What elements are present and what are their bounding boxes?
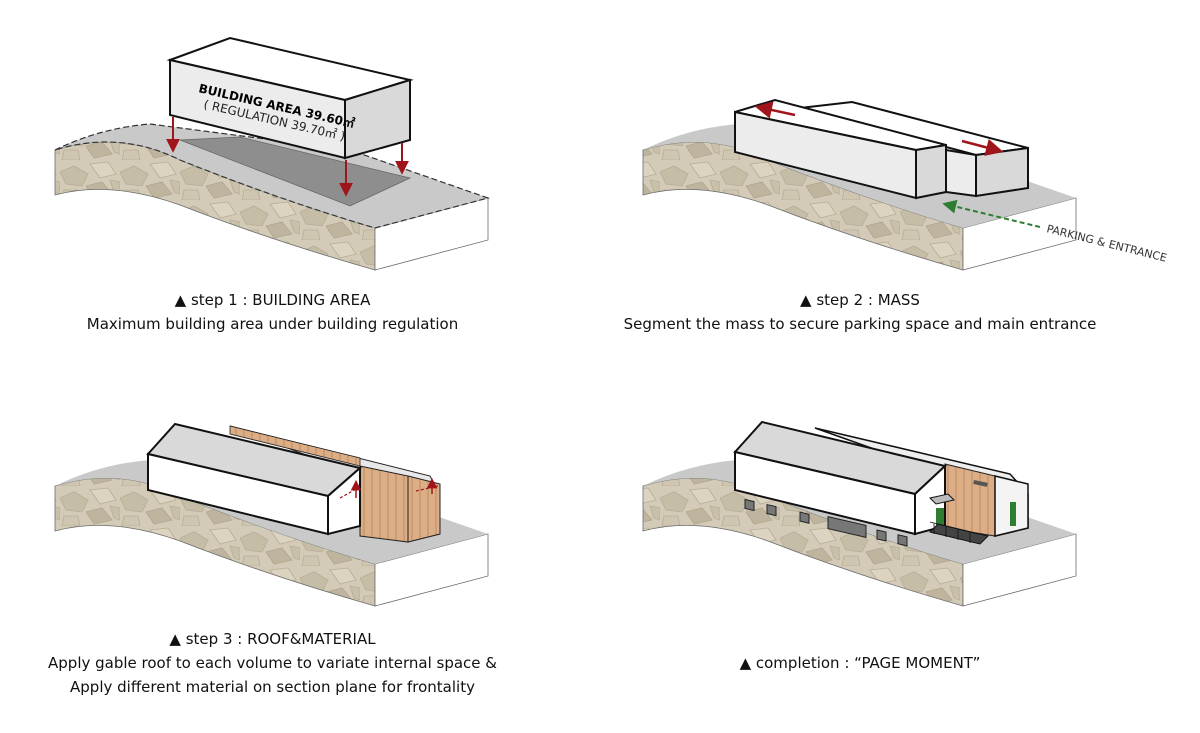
completion-title: ▲ completion : “PAGE MOMENT” <box>739 654 981 672</box>
step3-caption: ▲ step 3 : ROOF&MATERIAL Apply gable roo… <box>0 627 545 699</box>
site-side <box>374 533 489 607</box>
entrance-stairs <box>929 523 989 545</box>
step1-title: ▲ step 1 : BUILDING AREA <box>174 291 371 309</box>
step2-caption: ▲ step 2 : MASS Segment the mass to secu… <box>600 288 1120 336</box>
wood-volume <box>814 427 1029 537</box>
step3-diagram <box>54 422 489 607</box>
completion-diagram <box>642 420 1077 607</box>
step2-panel: PARKING & ENTRANCE ▲ step 2 : MASS Segme… <box>600 0 1200 340</box>
window-icon <box>766 503 777 517</box>
door-icon <box>936 508 944 528</box>
step2-title: ▲ step 2 : MASS <box>800 291 920 309</box>
site-ground <box>54 123 491 229</box>
completion-caption: ▲ completion : “PAGE MOMENT” <box>600 651 1120 675</box>
step1-diagram: BUILDING AREA 39.60㎡ ( REGULATION 39.70㎡… <box>54 36 491 271</box>
floating-mass <box>166 36 414 160</box>
step1-panel: BUILDING AREA 39.60㎡ ( REGULATION 39.70㎡… <box>0 0 600 340</box>
wood-volume <box>229 425 441 543</box>
window-icon <box>744 498 755 512</box>
step1-caption: ▲ step 1 : BUILDING AREA Maximum buildin… <box>0 288 545 336</box>
sign-plate <box>973 480 988 487</box>
step3-description-line1: Apply gable roof to each volume to varia… <box>48 654 497 672</box>
step3-description-line2: Apply different material on section plan… <box>70 678 475 696</box>
site-side <box>374 197 489 271</box>
step3-title: ▲ step 3 : ROOF&MATERIAL <box>169 630 376 648</box>
railing <box>929 521 979 543</box>
window-icon <box>876 529 887 542</box>
arrow-left-icon <box>754 101 796 119</box>
roof-guide-line <box>415 485 439 492</box>
windows <box>744 498 908 547</box>
step2-diagram: PARKING & ENTRANCE <box>642 98 1168 271</box>
entrance-canopy <box>929 493 955 505</box>
site-side <box>962 533 1077 607</box>
step2-description: Segment the mass to secure parking space… <box>623 315 1097 333</box>
window-icon <box>799 511 810 524</box>
step3-panel: ▲ step 3 : ROOF&MATERIAL Apply gable roo… <box>0 366 600 733</box>
completion-panel: ▲ completion : “PAGE MOMENT” <box>600 366 1200 733</box>
site-side <box>962 197 1077 271</box>
step1-description: Maximum building area under building reg… <box>86 315 459 333</box>
arrow-right-icon <box>961 138 1004 156</box>
window-icon <box>827 516 867 539</box>
door-icon <box>1010 502 1016 526</box>
window-icon <box>897 534 908 547</box>
entrance-arrow-icon <box>942 199 1041 228</box>
